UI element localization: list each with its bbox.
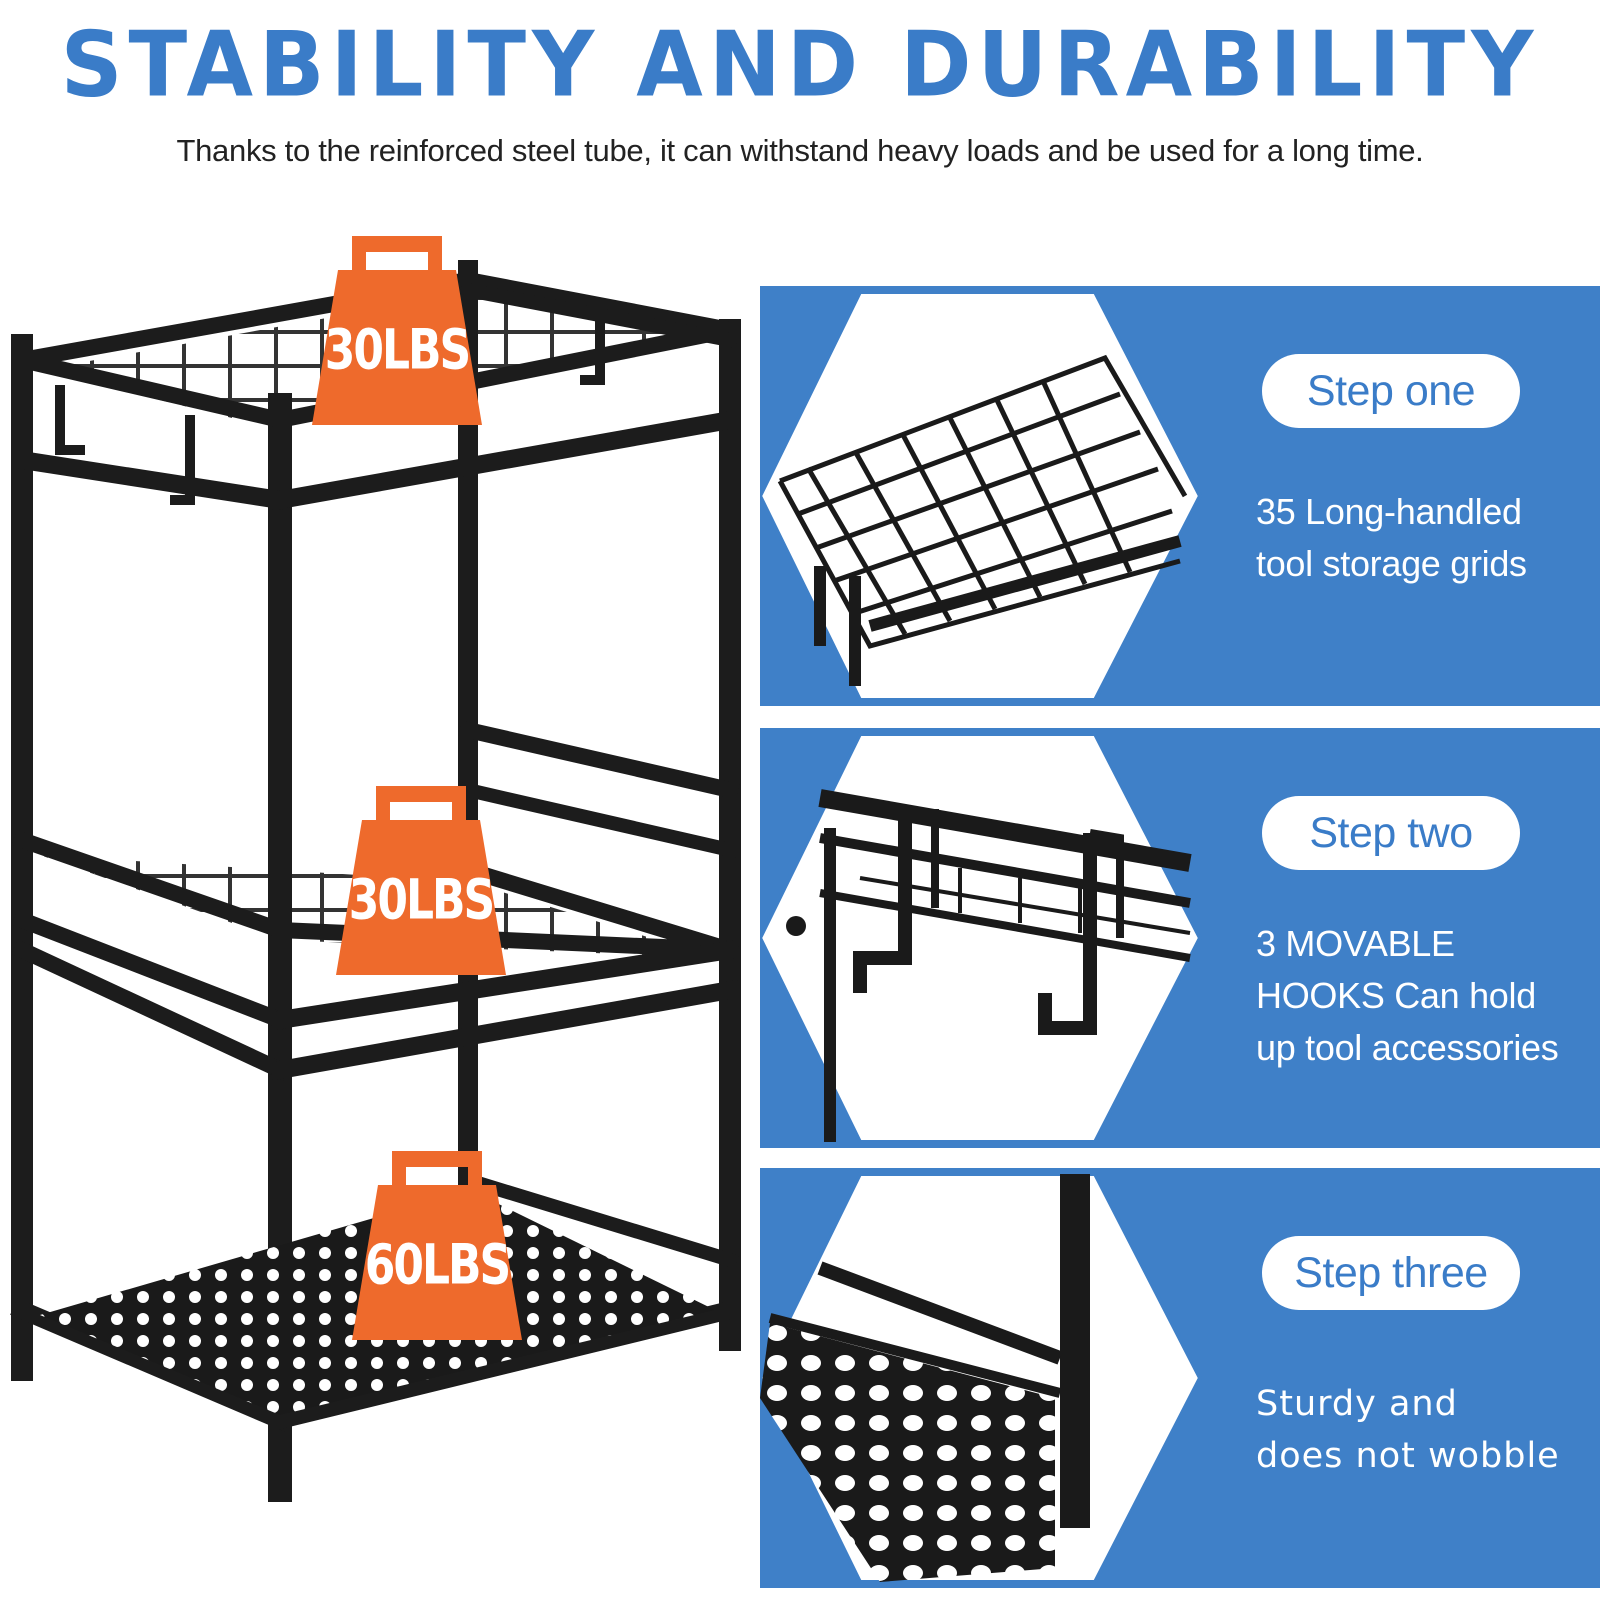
step-three-description: Sturdy and does not wobble (1256, 1378, 1560, 1482)
step-panel-three: Step three Sturdy and does not wobble (760, 1168, 1600, 1588)
weight-badge-bottom-shelf: 60LBS (352, 1145, 522, 1340)
step-three-line-2: does not wobble (1256, 1436, 1560, 1476)
weight-badge-middle-shelf: 30LBS (336, 780, 506, 975)
step-one-line-2: tool storage grids (1256, 543, 1527, 584)
step-two-description: 3 MOVABLE HOOKS Can hold up tool accesso… (1256, 918, 1559, 1074)
step-three-photo (760, 1168, 1600, 1588)
kettlebell-weight-icon (336, 786, 506, 975)
step-three-label: Step three (1262, 1236, 1520, 1310)
step-one-label: Step one (1262, 354, 1520, 428)
step-two-label: Step two (1262, 796, 1520, 870)
step-three-line-1: Sturdy and (1256, 1384, 1458, 1424)
page-title: STABILITY AND DURABILITY (60, 12, 1540, 118)
step-panel-one: Step one 35 Long-handled tool storage gr… (760, 286, 1600, 706)
weight-badge-top-shelf: 30LBS (312, 230, 482, 425)
kettlebell-weight-icon (312, 236, 482, 425)
step-two-line-1: 3 MOVABLE (1256, 923, 1455, 964)
step-panel-two: Step two 3 MOVABLE HOOKS Can hold up too… (760, 728, 1600, 1148)
weight-label: 60LBS (364, 1233, 512, 1298)
step-two-line-3: up tool accessories (1256, 1027, 1559, 1068)
step-one-line-1: 35 Long-handled (1256, 491, 1522, 532)
product-rack-illustration: 30LBS 30LBS 60LBS (0, 230, 760, 1530)
step-one-description: 35 Long-handled tool storage grids (1256, 486, 1527, 590)
step-two-line-2: HOOKS Can hold (1256, 975, 1536, 1016)
kettlebell-weight-icon (352, 1151, 522, 1340)
weight-label: 30LBS (348, 868, 496, 933)
page-subtitle: Thanks to the reinforced steel tube, it … (176, 133, 1424, 168)
weight-label: 30LBS (324, 318, 472, 383)
